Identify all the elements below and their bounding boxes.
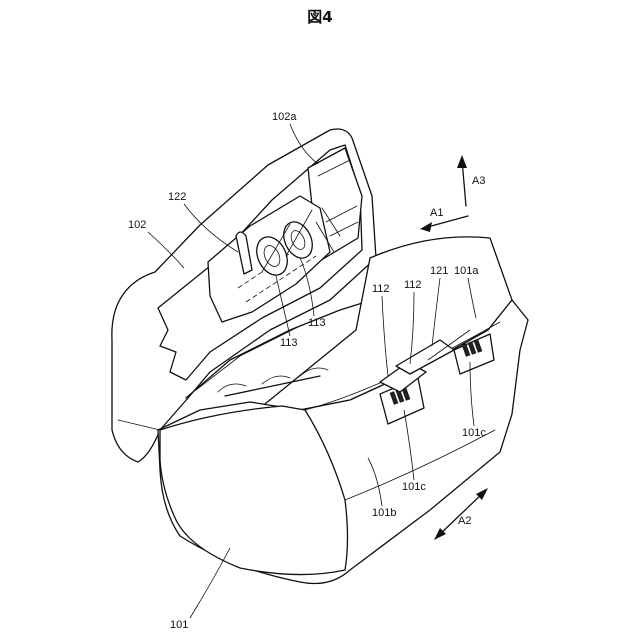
- label-101b: 101b: [372, 507, 396, 519]
- arrow-label-a3: A3: [472, 175, 485, 187]
- label-101c-right: 101c: [462, 427, 486, 439]
- label-102: 102: [128, 219, 146, 231]
- label-101a: 101a: [454, 265, 479, 277]
- label-113-top: 113: [308, 317, 326, 329]
- label-101c-left: 101c: [402, 481, 426, 493]
- figure-title: 図4: [307, 8, 332, 26]
- label-113-bottom: 113: [280, 337, 298, 349]
- arrow-label-a2: A2: [458, 515, 471, 527]
- label-121: 121: [430, 265, 448, 277]
- label-122: 122: [168, 191, 186, 203]
- label-112-right: 112: [404, 279, 422, 291]
- label-112-left: 112: [372, 283, 390, 295]
- arrow-label-a1: A1: [430, 207, 443, 219]
- label-101: 101: [170, 619, 188, 631]
- label-102a: 102a: [272, 111, 297, 123]
